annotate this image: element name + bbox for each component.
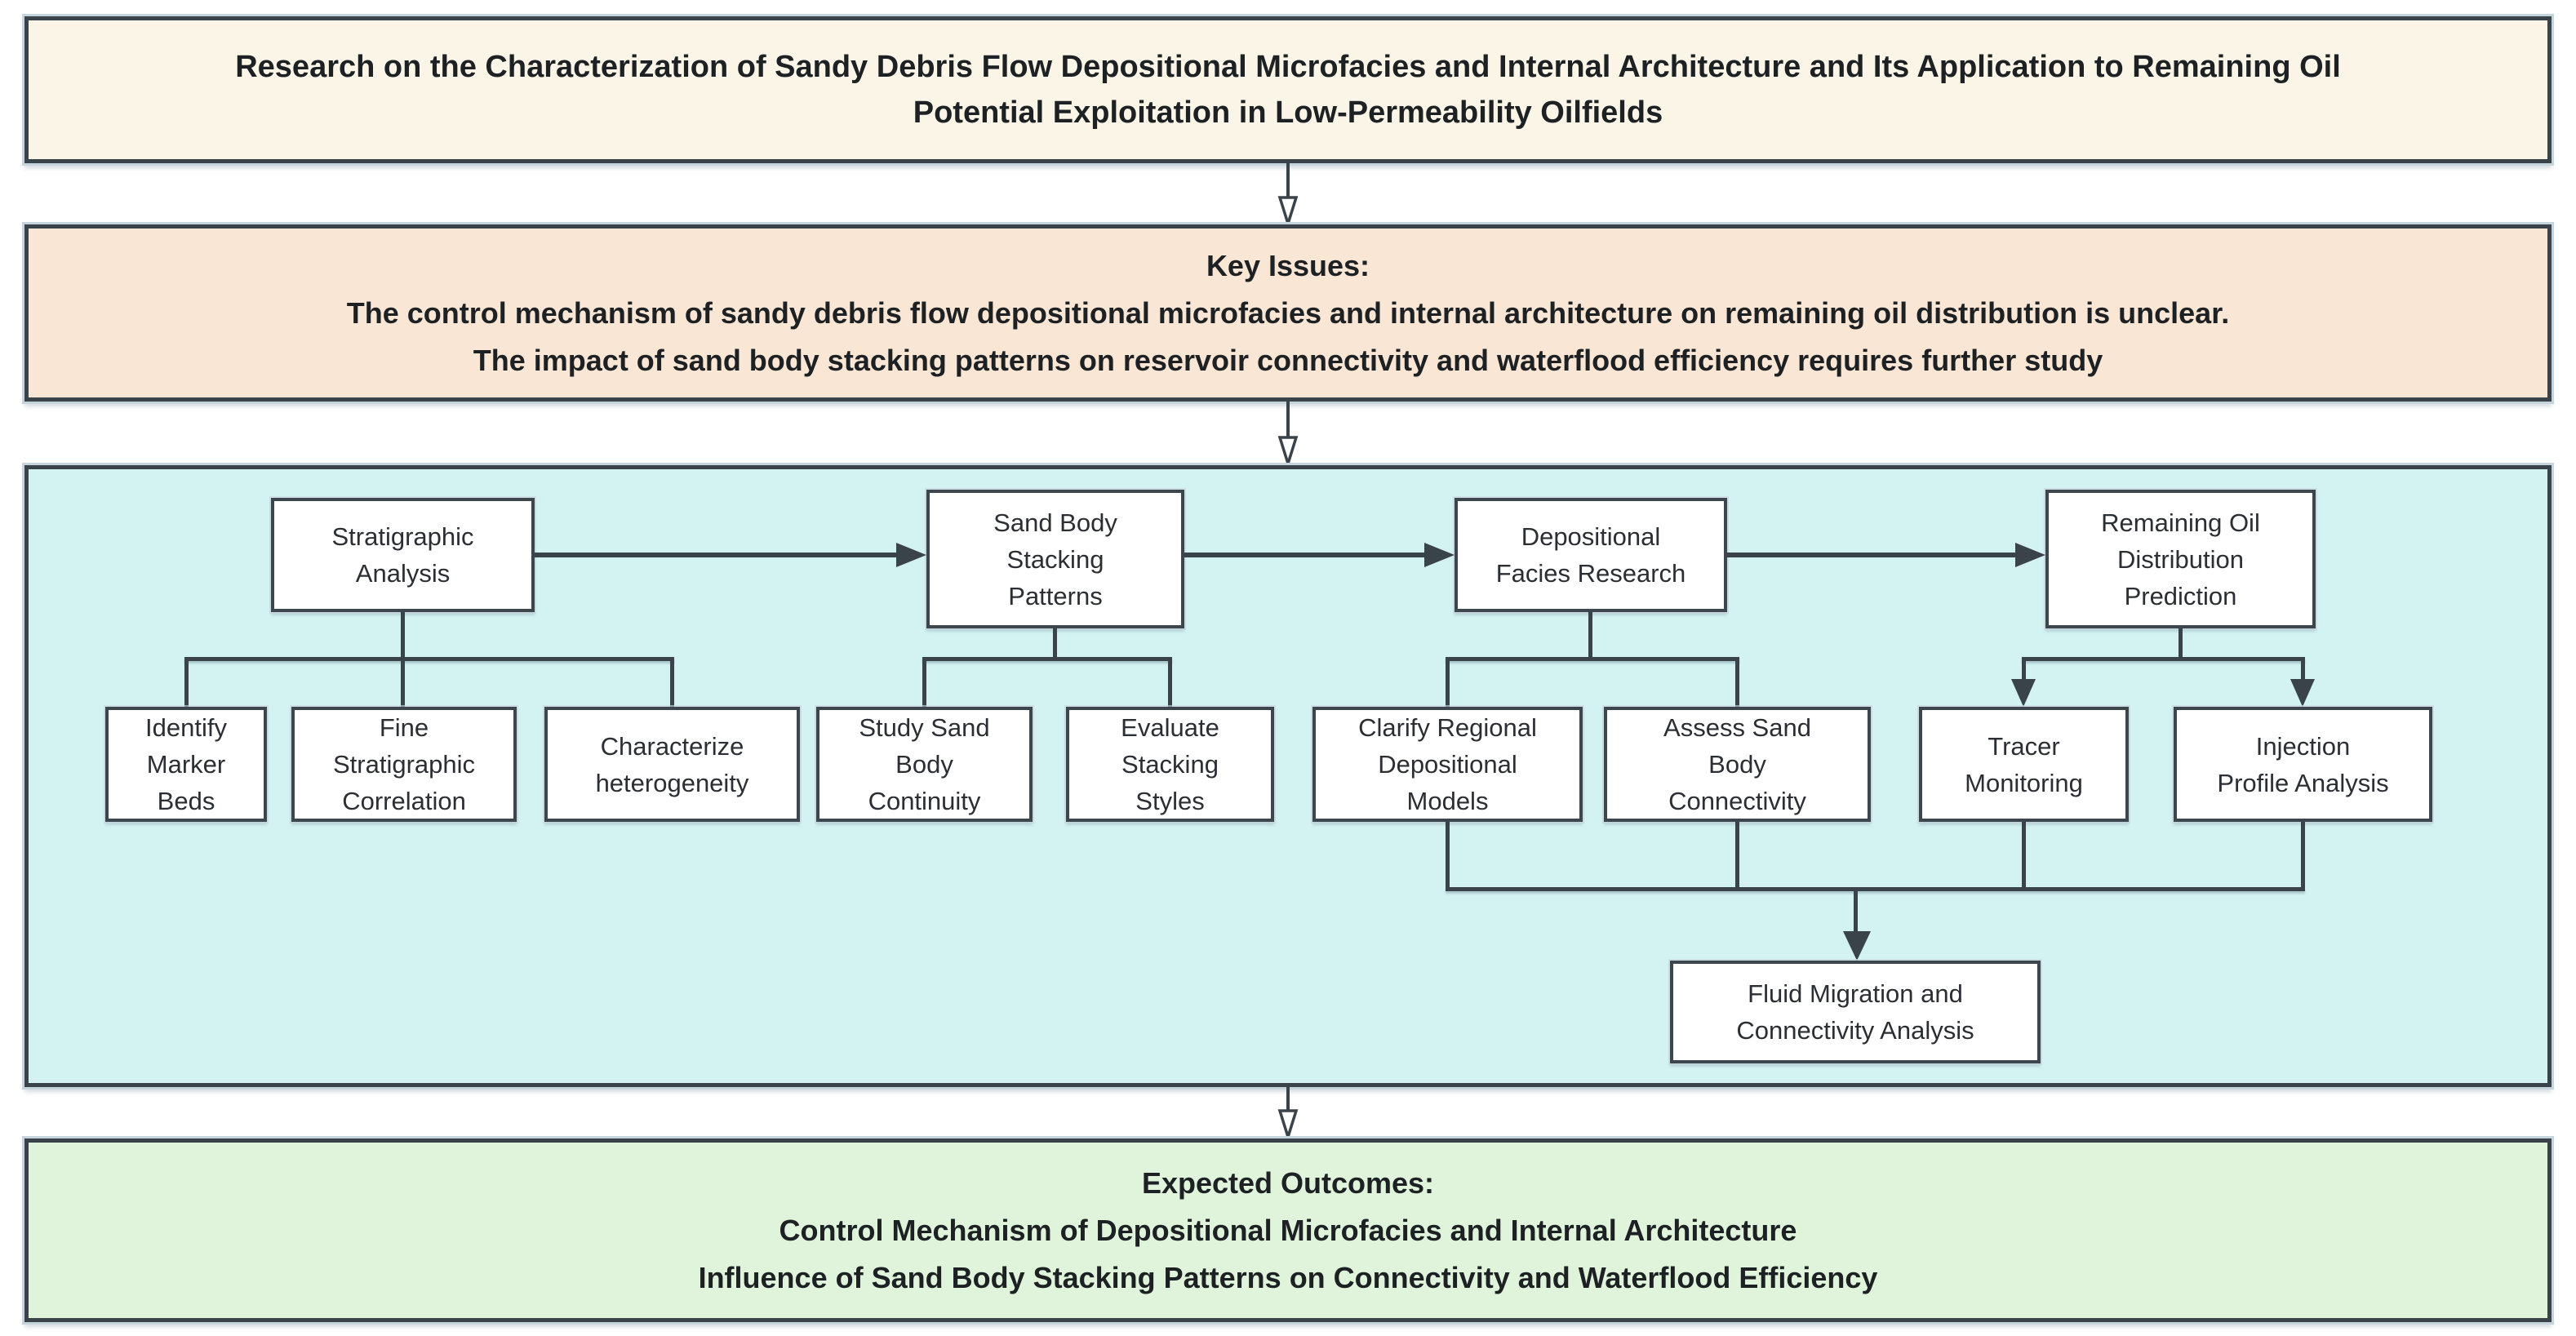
node-remaining-oil-distribution-prediction: Remaining Oil Distribution Prediction (2045, 490, 2316, 628)
connector-g3-drop-2 (1735, 657, 1739, 707)
connector-converge-stem (1854, 887, 1858, 933)
connector-g4-stem (2178, 628, 2183, 659)
key-issues-line-2: The impact of sand body stacking pattern… (473, 343, 2103, 377)
key-issues-line-1: The control mechanism of sandy debris fl… (346, 295, 2230, 330)
connector-converge-v2 (1735, 822, 1739, 890)
connector-g4-bus (2022, 657, 2305, 661)
connector-converge-bus (1446, 887, 2305, 891)
expected-outcomes-line-2: Influence of Sand Body Stacking Patterns… (698, 1260, 1878, 1294)
connector-g2-drop-1 (922, 657, 926, 707)
node-depositional-facies-research: Depositional Facies Research (1455, 498, 1727, 612)
node-stratigraphic-analysis: Stratigraphic Analysis (271, 498, 535, 612)
connector-flow-to-outcomes (1286, 1087, 1290, 1111)
hollow-down-arrow-icon (1277, 1109, 1299, 1138)
node-identify-marker-beds: Identify Marker Beds (105, 707, 267, 822)
connector-title-to-key (1286, 163, 1290, 199)
connector-g1-bus (184, 657, 674, 661)
connector-converge-v1 (1446, 822, 1450, 890)
node-sand-body-stacking-patterns: Sand Body Stacking Patterns (926, 490, 1184, 628)
node-fluid-migration-connectivity-analysis: Fluid Migration and Connectivity Analysi… (1670, 961, 2041, 1063)
connector-g3-bus (1446, 657, 1739, 661)
expected-outcomes-line-1: Control Mechanism of Depositional Microf… (779, 1213, 1797, 1247)
connector-g1-stem (401, 612, 405, 659)
node-injection-profile-analysis: Injection Profile Analysis (2174, 707, 2432, 822)
connector-key-to-flow (1286, 402, 1290, 437)
connector-converge-v4 (2301, 822, 2305, 890)
node-evaluate-stacking-styles: Evaluate Stacking Styles (1066, 707, 1274, 822)
expected-outcomes-heading: Expected Outcomes: (1141, 1165, 1435, 1200)
connector-g1-drop-3 (670, 657, 674, 707)
connector-g1-drop-1 (184, 657, 189, 707)
connector-converge-v3 (2022, 822, 2026, 890)
arrow-line-stage-3-4 (1727, 553, 2017, 557)
connector-g2-bus (922, 657, 1172, 661)
connector-g4-drop-2 (2301, 657, 2305, 681)
node-fine-stratigraphic-correlation: Fine Stratigraphic Correlation (291, 707, 517, 822)
right-arrowhead-icon (2015, 543, 2045, 567)
connector-g2-drop-2 (1168, 657, 1172, 707)
arrow-line-stage-2-3 (1184, 553, 1426, 557)
hollow-down-arrow-icon (1277, 196, 1299, 225)
down-arrowhead-icon (2011, 679, 2036, 707)
connector-g4-drop-1 (2022, 657, 2026, 681)
connector-g2-stem (1053, 628, 1057, 659)
node-assess-sand-body-connectivity: Assess Sand Body Connectivity (1604, 707, 1871, 822)
node-characterize-heterogeneity: Characterize heterogeneity (544, 707, 800, 822)
right-arrowhead-icon (896, 543, 926, 567)
node-tracer-monitoring: Tracer Monitoring (1919, 707, 2129, 822)
connector-g1-drop-2 (401, 657, 405, 707)
down-arrowhead-icon (2290, 679, 2315, 707)
connector-g3-drop-1 (1446, 657, 1450, 707)
page-title: Research on the Characterization of Sand… (235, 50, 2341, 130)
connector-g3-stem (1588, 612, 1592, 659)
hollow-down-arrow-icon (1277, 436, 1299, 465)
node-clarify-regional-depositional-models: Clarify Regional Depositional Models (1312, 707, 1583, 822)
arrow-line-stage-1-2 (535, 553, 899, 557)
expected-outcomes-panel: Expected Outcomes: Control Mechanism of … (24, 1138, 2552, 1322)
node-study-sand-body-continuity: Study Sand Body Continuity (816, 707, 1033, 822)
right-arrowhead-icon (1424, 543, 1455, 567)
title-panel: Research on the Characterization of Sand… (24, 16, 2552, 163)
key-issues-heading: Key Issues: (1206, 248, 1370, 282)
key-issues-panel: Key Issues: The control mechanism of san… (24, 224, 2552, 402)
down-arrowhead-icon (1843, 931, 1871, 961)
